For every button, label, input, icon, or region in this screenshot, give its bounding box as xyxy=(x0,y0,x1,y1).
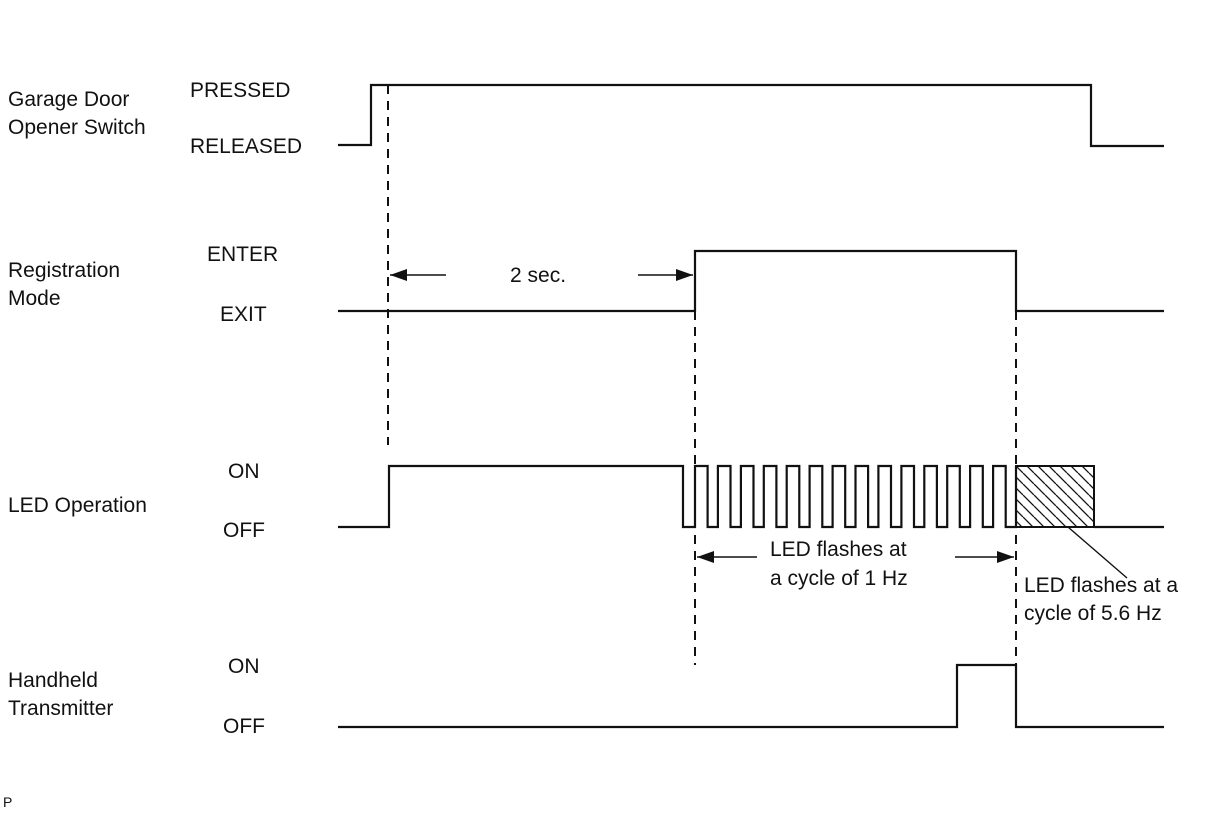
signal-name-line-1: LED Operation xyxy=(8,494,147,517)
signal-name-line-1: Handheld xyxy=(8,669,98,692)
waveform-opener-switch xyxy=(338,83,1164,148)
fast-flash-leader-line xyxy=(1067,526,1128,579)
state-label-low: EXIT xyxy=(220,303,267,326)
signal-name-line-2: Mode xyxy=(8,287,61,310)
corner-mark: P xyxy=(3,794,12,810)
state-label-low: OFF xyxy=(223,715,265,738)
slow-flash-arrow-right-head xyxy=(997,551,1014,563)
waveform-led-operation xyxy=(338,464,1018,529)
delay-arrow-right-head xyxy=(676,269,693,281)
delay-annotation: 2 sec. xyxy=(390,264,693,287)
fast-flash-hatched-area xyxy=(1015,465,1095,528)
slow-flash-arrow-left-head xyxy=(697,551,714,563)
slow-flash-annotation: LED flashes at a cycle of 1 Hz xyxy=(697,538,1014,590)
state-label-high: ENTER xyxy=(207,243,278,266)
waveform-handheld-transmitter xyxy=(338,663,1164,729)
state-label-high: ON xyxy=(228,655,260,678)
state-label-low: RELEASED xyxy=(190,135,302,158)
delay-label: 2 sec. xyxy=(510,264,566,287)
signal-led-operation: LED Operation ON OFF xyxy=(8,460,1164,542)
state-label-high: PRESSED xyxy=(190,79,290,102)
signal-garage-door-opener-switch: Garage Door Opener Switch PRESSED RELEAS… xyxy=(8,79,1164,158)
waveform-registration-mode xyxy=(338,249,1164,313)
delay-arrow-left-head xyxy=(390,269,407,281)
slow-flash-label-line-1: LED flashes at xyxy=(770,538,907,561)
signal-name-line-1: Registration xyxy=(8,259,120,282)
fast-flash-label-line-1: LED flashes at a xyxy=(1024,574,1178,597)
fast-flash-annotation: LED flashes at a cycle of 5.6 Hz xyxy=(1024,526,1178,625)
signal-name-line-2: Opener Switch xyxy=(8,116,146,139)
signal-handheld-transmitter: Handheld Transmitter ON OFF xyxy=(8,655,1164,738)
state-label-high: ON xyxy=(228,460,260,483)
signal-registration-mode: Registration Mode ENTER EXIT xyxy=(8,243,1164,326)
slow-flash-label-line-2: a cycle of 1 Hz xyxy=(770,567,908,590)
state-label-low: OFF xyxy=(223,519,265,542)
signal-name-line-1: Garage Door xyxy=(8,88,129,111)
signal-name-line-2: Transmitter xyxy=(8,697,113,720)
fast-flash-label-line-2: cycle of 5.6 Hz xyxy=(1024,602,1162,625)
